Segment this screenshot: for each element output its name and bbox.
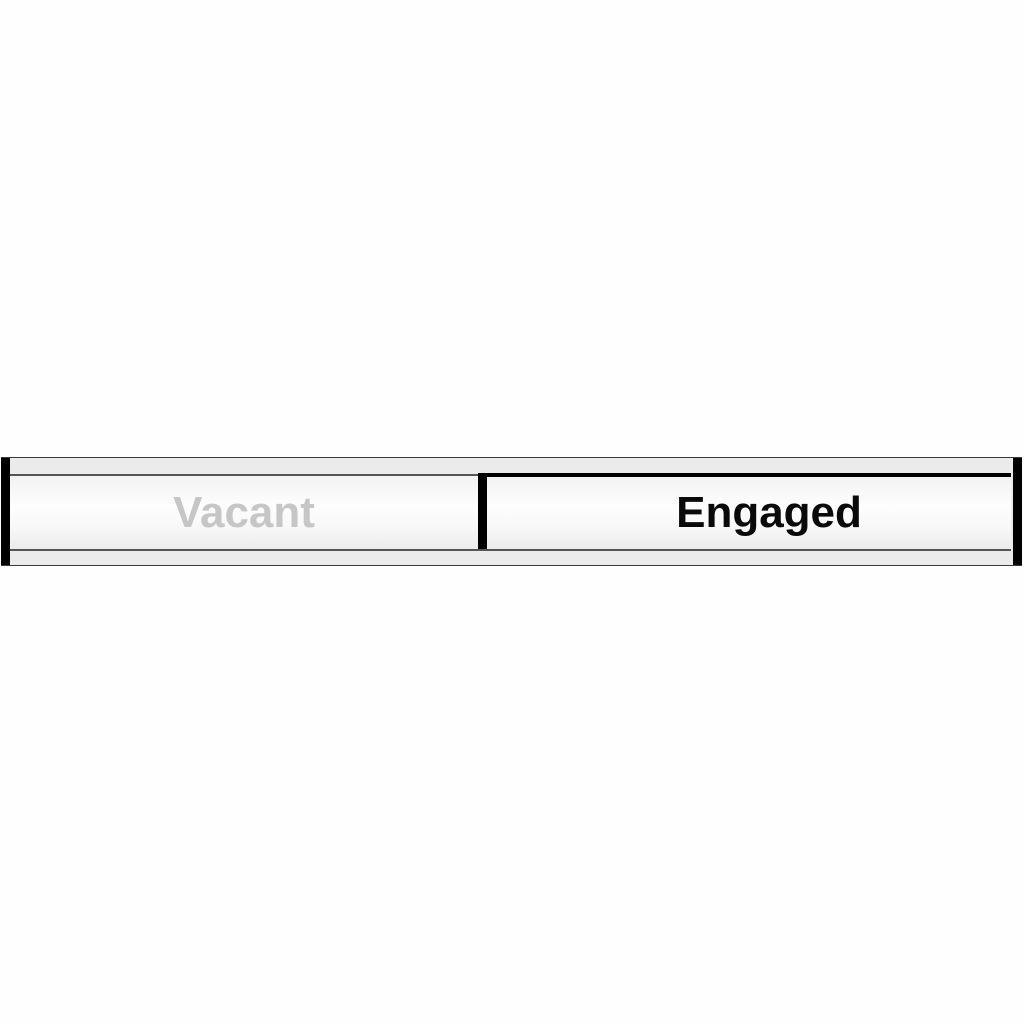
vacancy-indicator-sign: Vacant Engaged [1, 457, 1022, 566]
engaged-panel[interactable]: Engaged [478, 473, 1011, 549]
engaged-label: Engaged [676, 488, 862, 537]
vacant-label: Vacant [173, 487, 315, 537]
bottom-rail [10, 549, 1011, 551]
left-endcap [1, 458, 10, 565]
vacant-panel[interactable]: Vacant [10, 476, 478, 549]
right-endcap [1013, 458, 1022, 565]
